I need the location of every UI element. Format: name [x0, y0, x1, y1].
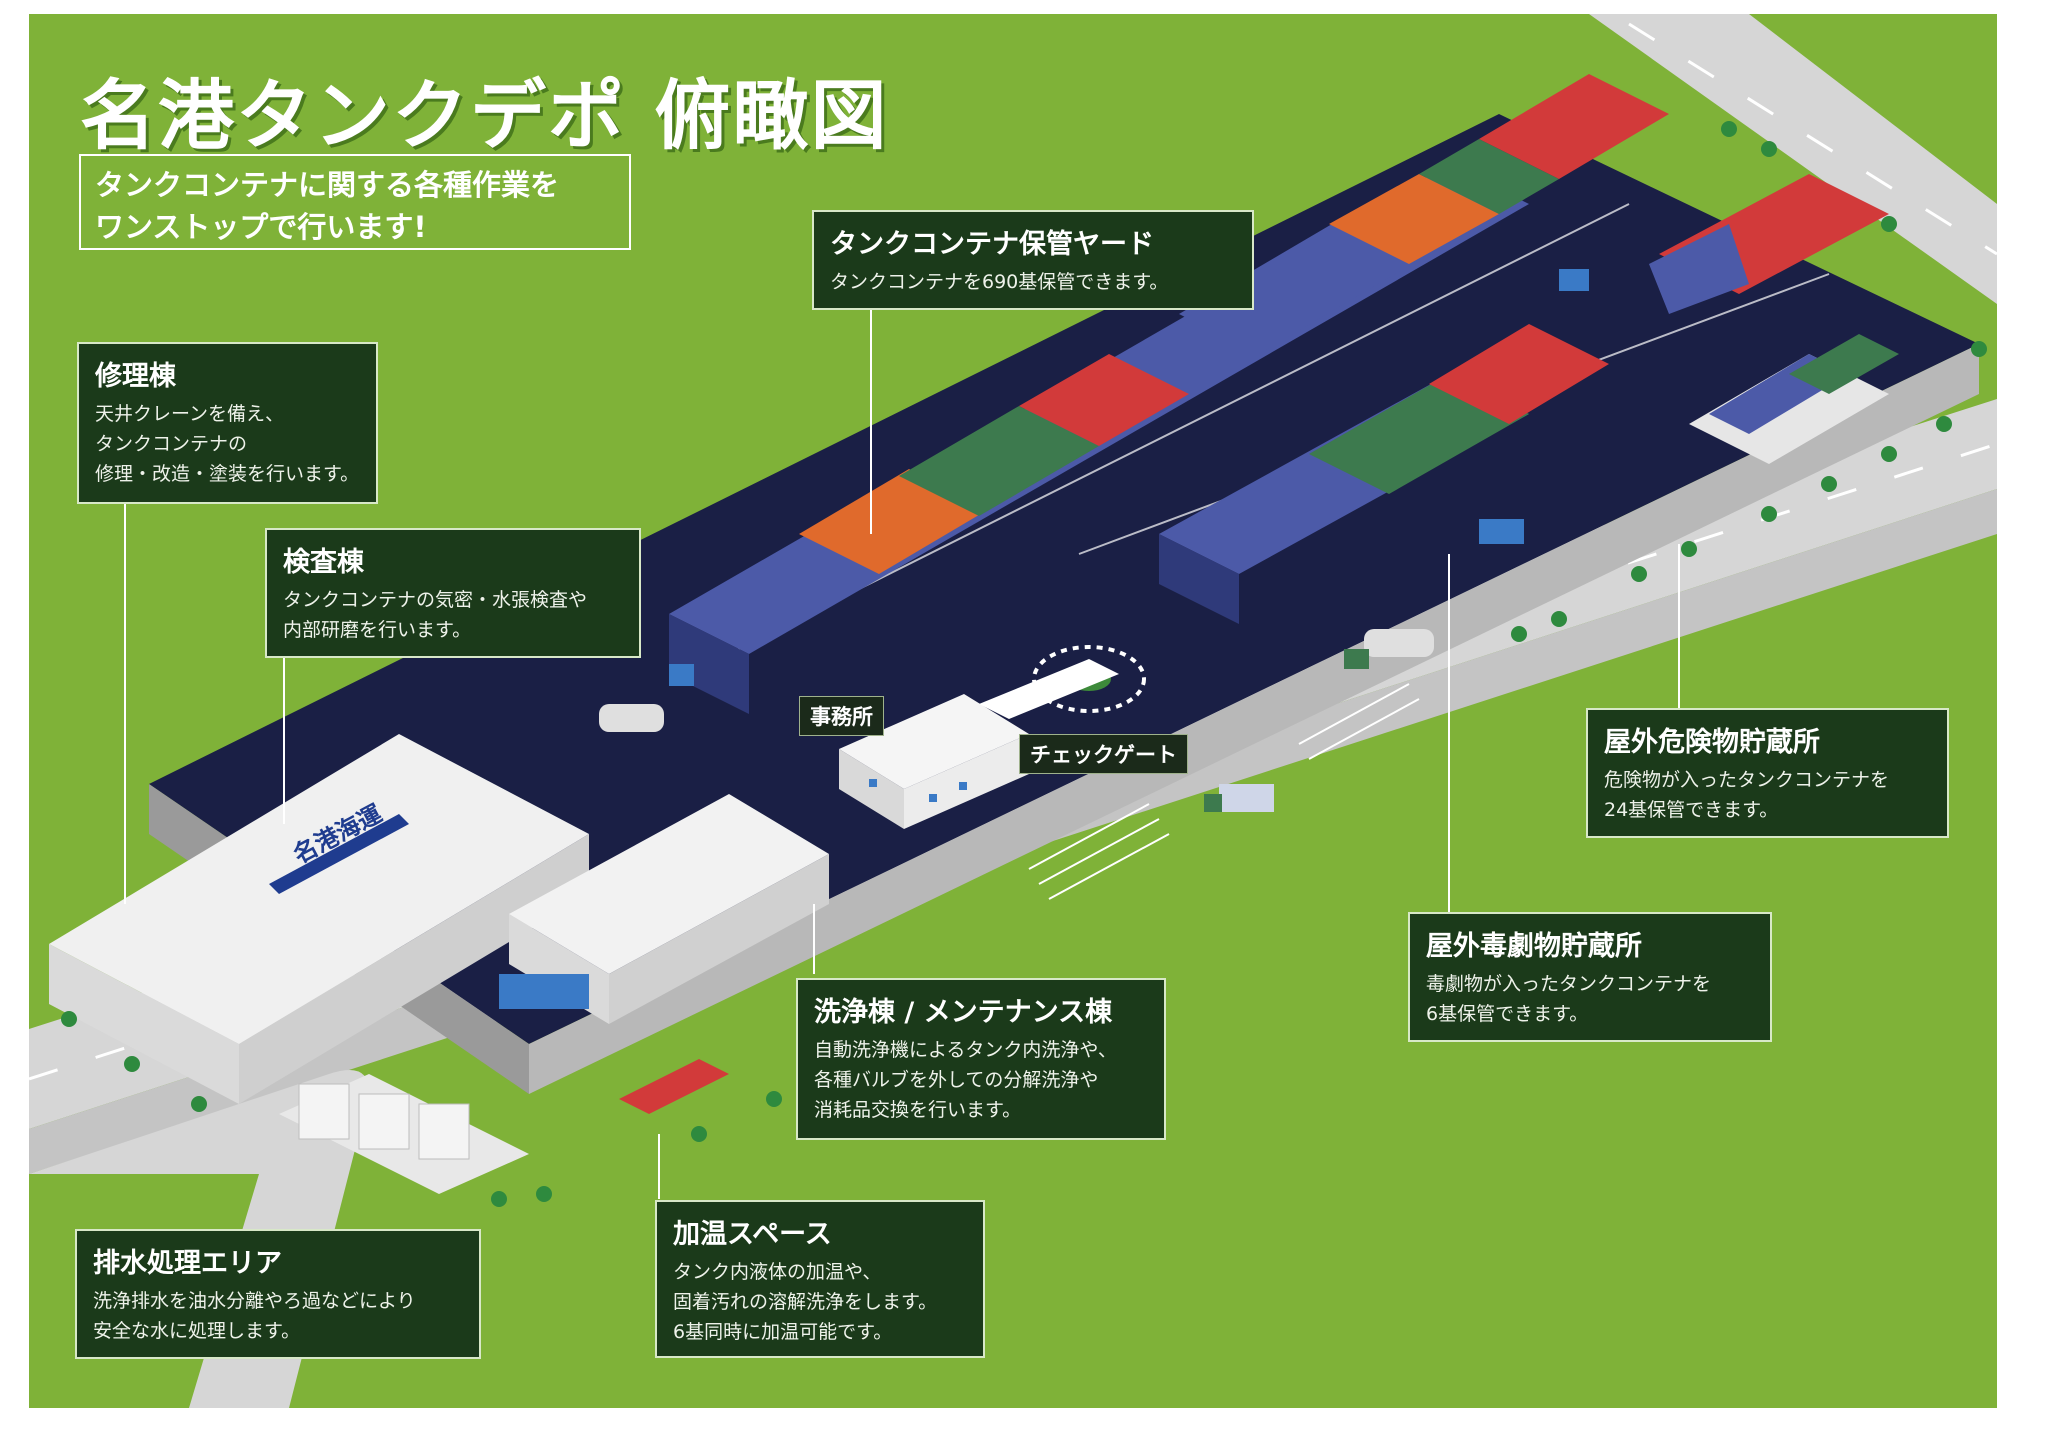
parking-area [1028, 683, 1420, 900]
container-row-right [1649, 174, 1899, 464]
callout-title: 洗浄棟 / メンテナンス棟 [814, 997, 1113, 1028]
callout-title: タンクコンテナ保管ヤード [830, 229, 1154, 260]
page-title: 名港タンクデポ 俯瞰図 [80, 71, 889, 160]
callout-hazmat-storage: 屋外危険物貯蔵所 危険物が入ったタンクコンテナを 24基保管できます。 [1586, 708, 1949, 838]
callout-poison-storage: 屋外毒劇物貯蔵所 毒劇物が入ったタンクコンテナを 6基保管できます。 [1408, 912, 1772, 1042]
callout-desc: 各種バルブを外しての分解洗浄や [814, 1069, 1099, 1091]
callout-desc: 修理・改造・塗装を行います。 [95, 463, 360, 485]
callout-title: 修理棟 [95, 361, 176, 392]
callout-title: 排水処理エリア [93, 1248, 282, 1279]
callout-desc: タンクコンテナの [95, 433, 248, 455]
callout-desc: 6基同時に加温可能です。 [673, 1321, 893, 1343]
callout-inspection: 検査棟 タンクコンテナの気密・水張検査や 内部研磨を行います。 [265, 528, 641, 658]
truck-icon [599, 629, 1434, 812]
callout-desc: 消耗品交換を行います。 [814, 1099, 1022, 1121]
callout-title: 屋外毒劇物貯蔵所 [1426, 931, 1642, 962]
check-gate-tag: チェックゲート [1019, 734, 1188, 774]
callout-desc: タンクコンテナを690基保管できます。 [830, 271, 1169, 293]
office-tag: 事務所 [799, 696, 884, 736]
map-illustration: 名港海運 [29, 14, 1997, 1408]
callout-drainage-area: 排水処理エリア 洗浄排水を油水分離やろ過などにより 安全な水に処理します。 [75, 1229, 481, 1359]
callout-desc: タンク内液体の加温や、 [673, 1261, 882, 1283]
callout-desc: 内部研磨を行います。 [283, 619, 472, 641]
repair-building: 名港海運 [49, 734, 589, 1104]
callout-washing-building: 洗浄棟 / メンテナンス棟 自動洗浄機によるタンク内洗浄や、 各種バルブを外して… [796, 978, 1166, 1140]
callout-desc: 自動洗浄機によるタンク内洗浄や、 [814, 1039, 1117, 1061]
container-row-back [669, 74, 1669, 714]
callout-heating-space: 加温スペース タンク内液体の加温や、 固着汚れの溶解洗浄をします。 6基同時に加… [655, 1200, 985, 1358]
drainage-facility [279, 1074, 529, 1194]
callout-desc: 天井クレーンを備え、 [95, 403, 285, 425]
office-building [839, 694, 1029, 829]
washing-building [499, 794, 829, 1024]
container-row-middle [1159, 324, 1609, 624]
tree-icon [61, 121, 1987, 1207]
callout-desc: 毒劇物が入ったタンクコンテナを [1426, 973, 1712, 995]
road-northeast [1589, 14, 1997, 304]
callout-desc: 危険物が入ったタンクコンテナを [1604, 769, 1890, 791]
check-gate [979, 659, 1119, 719]
subtitle-line: ワンストップで行います! [95, 210, 427, 244]
callout-storage-yard: タンクコンテナ保管ヤード タンクコンテナを690基保管できます。 [812, 210, 1254, 310]
callout-repair: 修理棟 天井クレーンを備え、 タンクコンテナの 修理・改造・塗装を行います。 [77, 342, 378, 504]
subtitle-line: タンクコンテナに関する各種作業を [95, 168, 560, 202]
callout-desc: 6基保管できます。 [1426, 1003, 1589, 1025]
subtitle-box: タンクコンテナに関する各種作業を ワンストップで行います! [79, 154, 631, 250]
callout-title: 加温スペース [673, 1219, 832, 1250]
callout-desc: 固着汚れの溶解洗浄をします。 [673, 1291, 938, 1313]
callout-title: 屋外危険物貯蔵所 [1604, 727, 1820, 758]
aerial-map: 名港海運 [29, 14, 1997, 1408]
forklift-icon [669, 269, 1589, 686]
callout-desc: 24基保管できます。 [1604, 799, 1779, 821]
callout-title: 検査棟 [283, 547, 364, 578]
callout-desc: タンクコンテナの気密・水張検査や [283, 589, 588, 611]
callout-desc: 安全な水に処理します。 [93, 1320, 301, 1342]
heating-containers [619, 1059, 729, 1114]
callout-desc: 洗浄排水を油水分離やろ過などにより [93, 1290, 416, 1312]
leader-lines [124, 310, 1680, 1199]
